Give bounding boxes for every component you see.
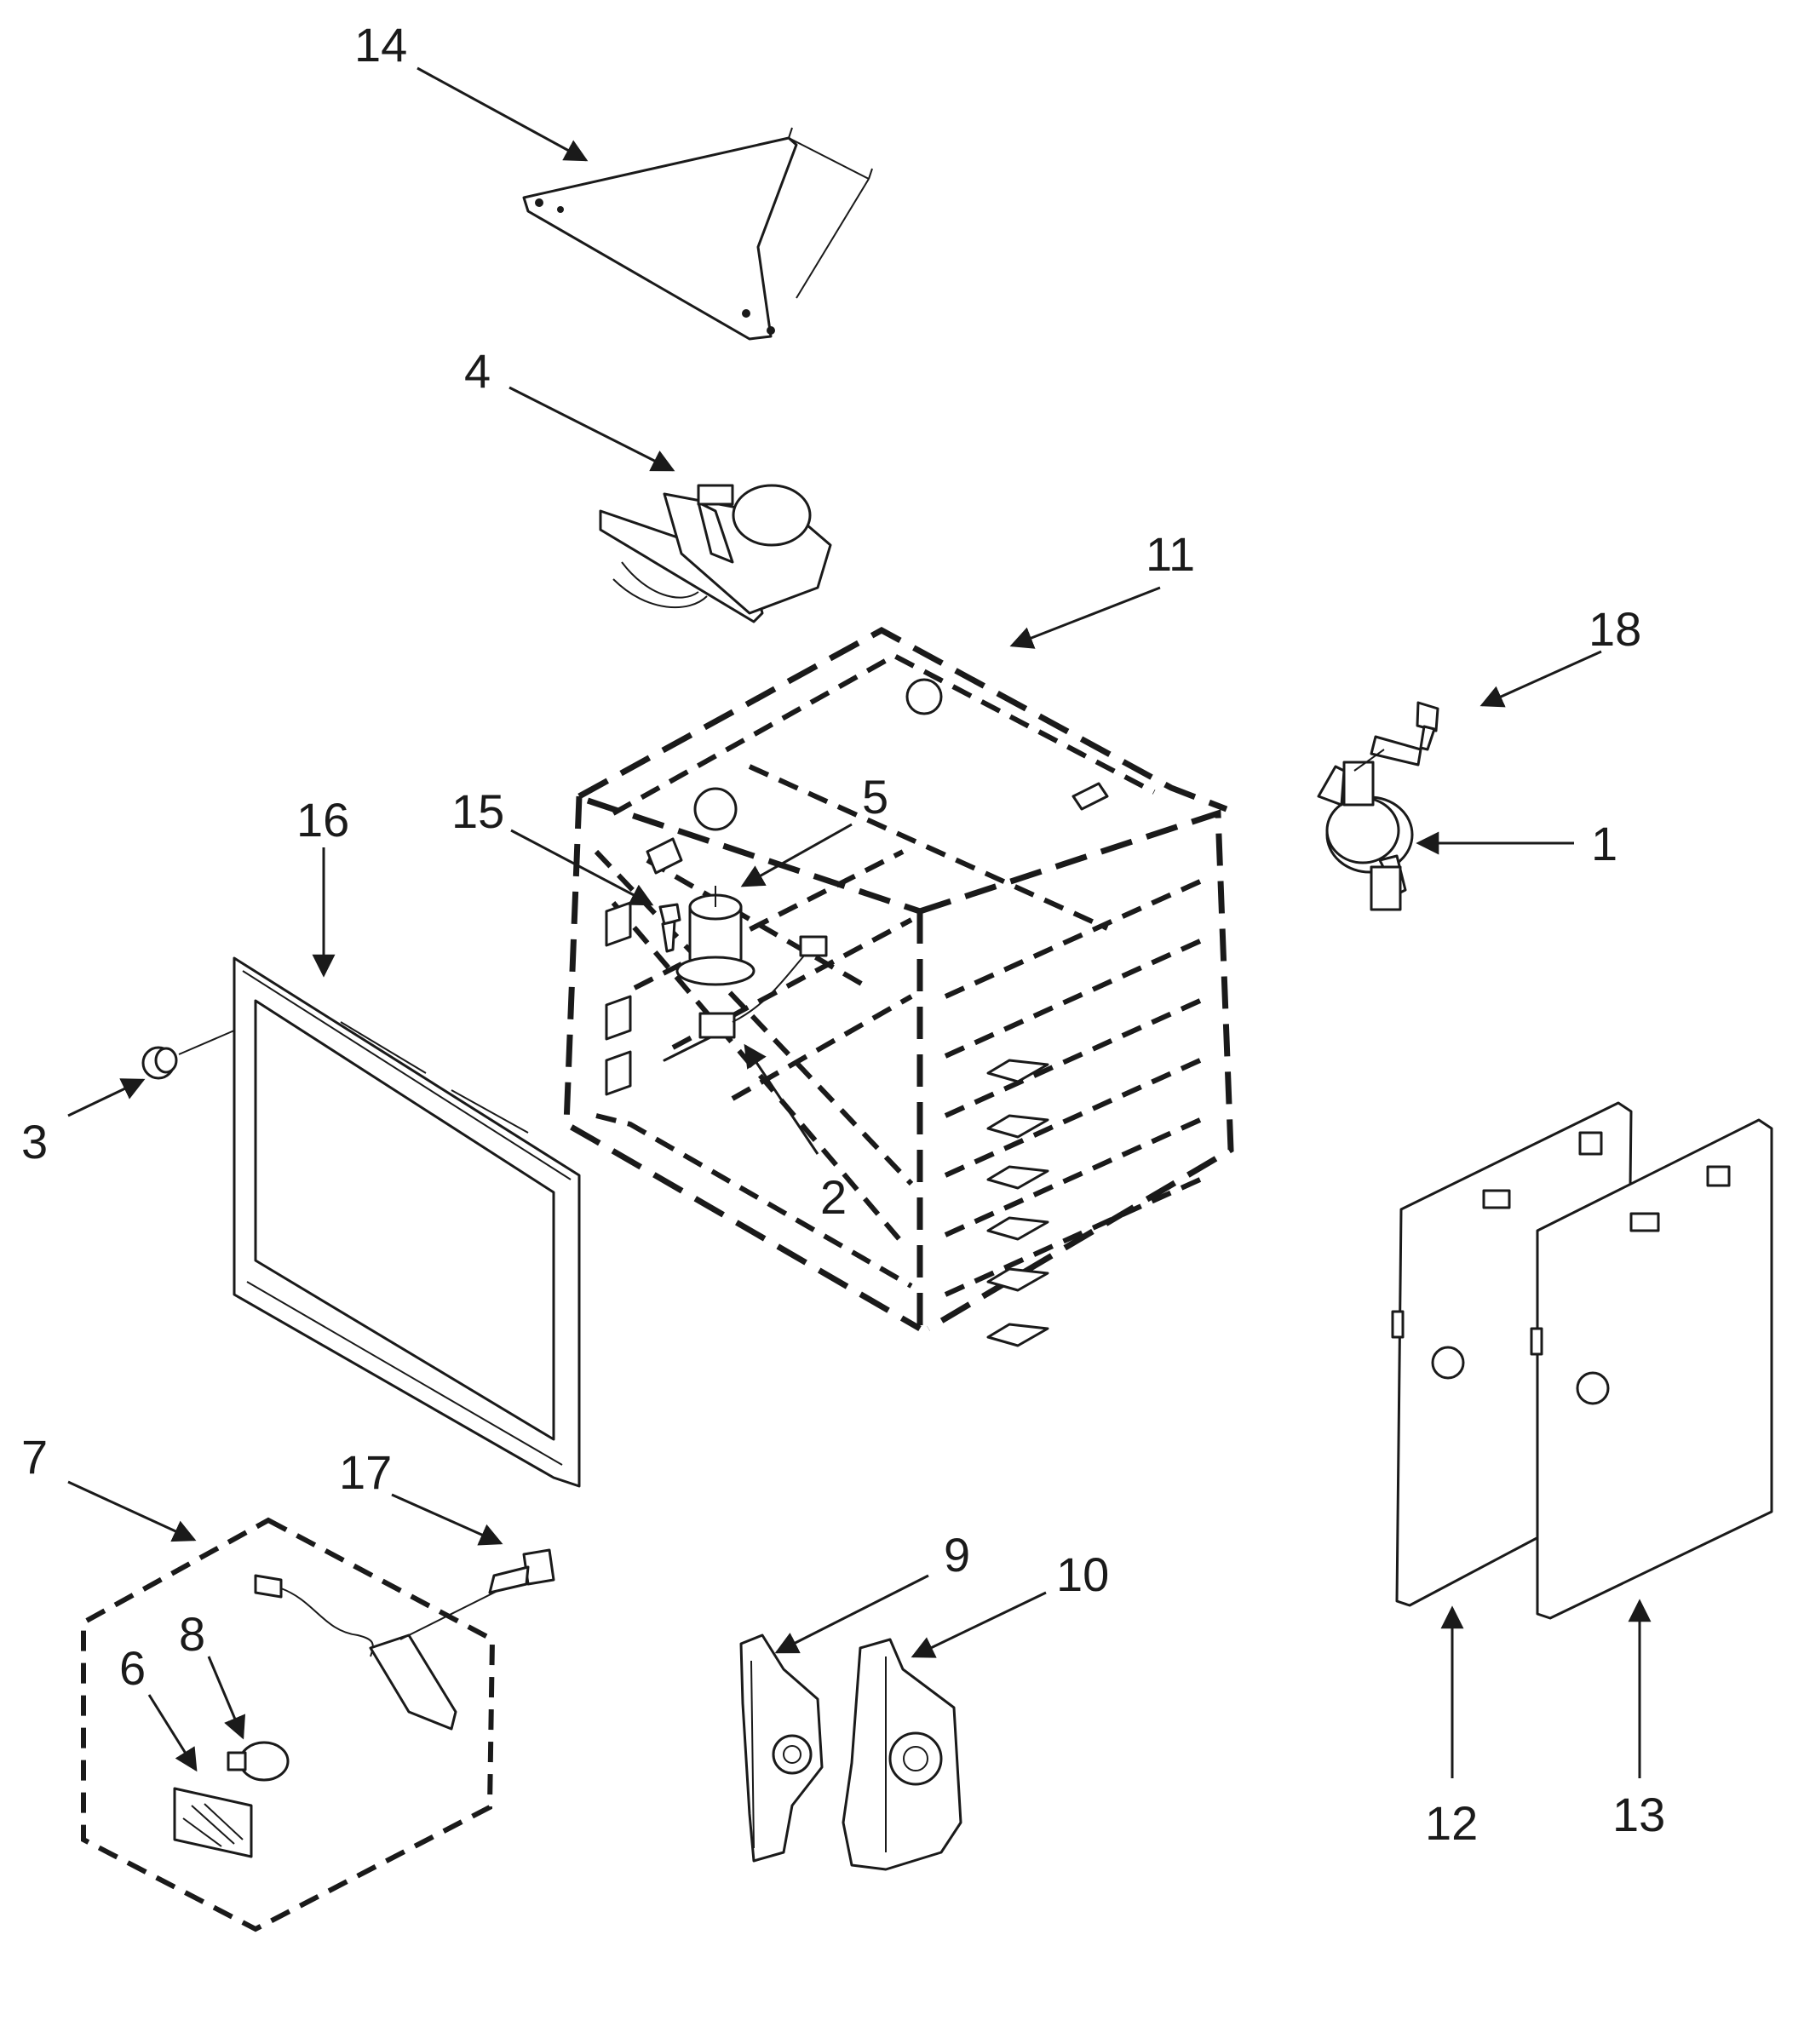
- callout-2: 2: [820, 1170, 847, 1224]
- callout-8: 8: [179, 1607, 205, 1661]
- part-10-hinge: [842, 1638, 962, 1871]
- callout-1: 1: [1591, 817, 1617, 870]
- part-6-lens: [173, 1787, 253, 1858]
- callout-labels: 14 4 11 18 1 16 15 5 3 2 7 17 8 6 9 10 1…: [21, 18, 1665, 1850]
- part-9-hinge: [739, 1633, 824, 1863]
- leader-11: [1009, 586, 1161, 649]
- leader-15: [510, 829, 654, 906]
- part-13-side-panel: [1530, 1118, 1773, 1620]
- callout-18: 18: [1589, 602, 1641, 656]
- part-8-bulb: [227, 1741, 290, 1782]
- part-14-bracket: [522, 127, 873, 341]
- part-17-screw: [488, 1548, 555, 1594]
- callout-13: 13: [1612, 1788, 1665, 1841]
- part-7-light-assembly: [81, 1517, 503, 1932]
- part-4-latch-assembly: [599, 484, 832, 623]
- callout-17: 17: [339, 1445, 392, 1499]
- callout-14: 14: [354, 18, 407, 72]
- leader-4: [508, 386, 675, 472]
- part-15-screw: [658, 903, 681, 953]
- leader-14: [417, 66, 589, 162]
- leader-10: [911, 1591, 1047, 1658]
- part-16-door-frame: [233, 956, 581, 1488]
- callout-9: 9: [944, 1528, 970, 1582]
- leader-17: [391, 1493, 503, 1546]
- leader-3: [67, 1078, 146, 1117]
- callout-4: 4: [464, 344, 491, 398]
- part-18-screw: [1370, 701, 1439, 766]
- leader-lines: [67, 66, 1652, 1778]
- part-2-sensor: [663, 935, 828, 1062]
- leader-5: [740, 823, 853, 887]
- callout-11: 11: [1146, 527, 1195, 581]
- leader-9: [774, 1574, 929, 1654]
- leader-7: [67, 1480, 197, 1542]
- part-3-spacer: [141, 1030, 235, 1080]
- leader-6: [147, 1694, 198, 1772]
- callout-16: 16: [296, 793, 349, 847]
- callout-12: 12: [1425, 1796, 1478, 1850]
- callout-10: 10: [1056, 1547, 1109, 1601]
- callout-15: 15: [451, 784, 504, 838]
- part-5-light-housing: [675, 886, 755, 986]
- callout-7: 7: [21, 1430, 48, 1484]
- callout-6: 6: [119, 1641, 146, 1695]
- leader-8: [207, 1656, 246, 1740]
- callout-5: 5: [862, 770, 888, 824]
- leader-18: [1479, 650, 1602, 708]
- part-11-oven-cavity: [563, 627, 1234, 1347]
- part-1-thermal-switch: [1317, 749, 1414, 911]
- leader-2: [744, 1043, 819, 1155]
- callout-3: 3: [21, 1115, 48, 1168]
